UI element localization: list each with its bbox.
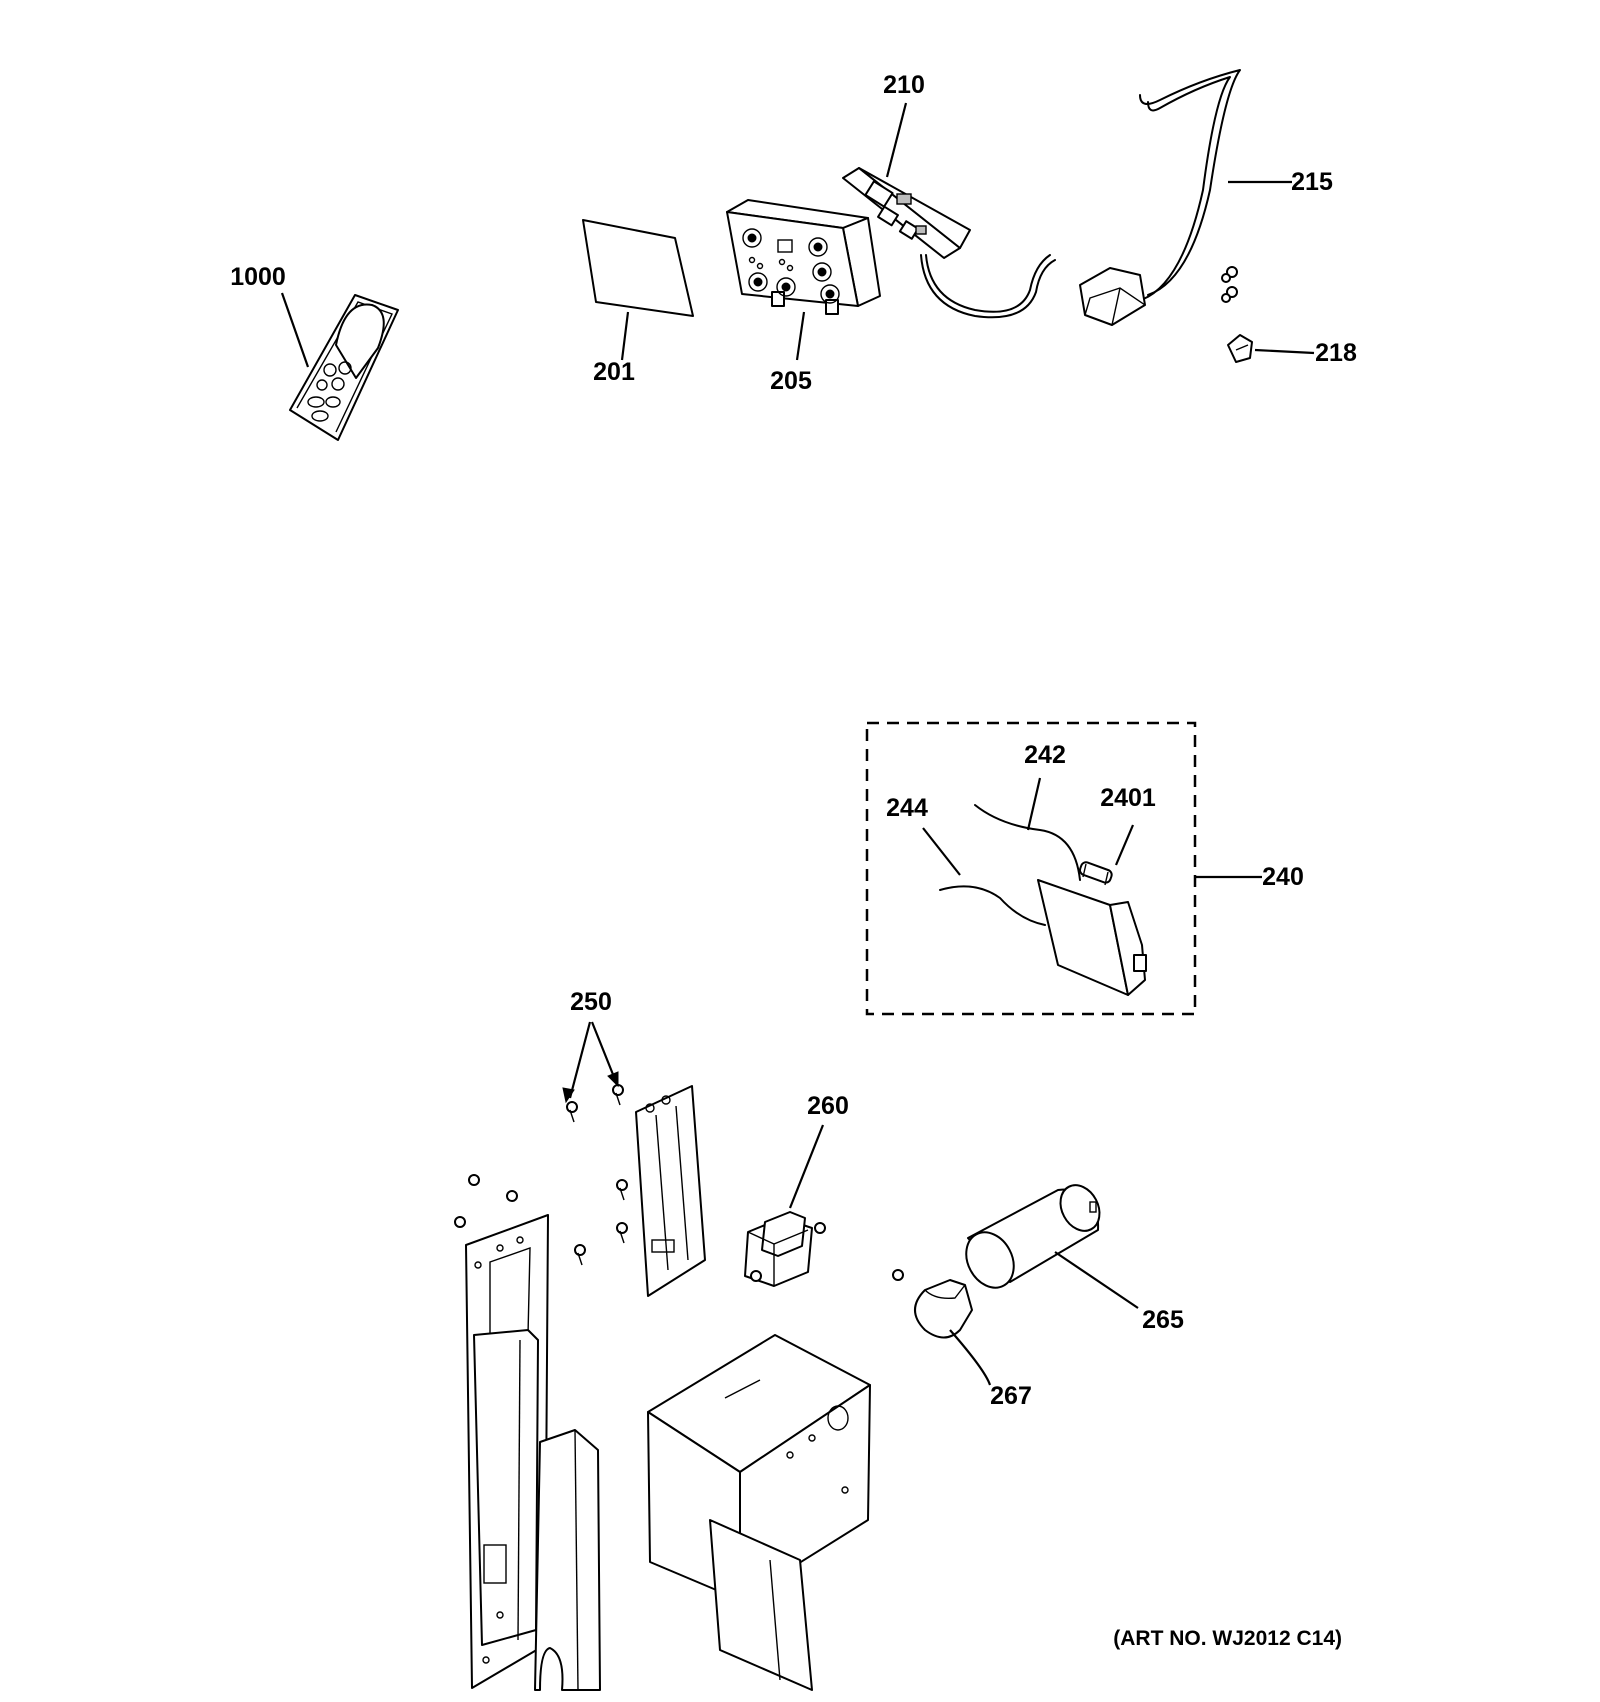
callout-244: 244: [886, 794, 928, 822]
side-channel-part: [465, 1214, 549, 1689]
leader-1000: [280, 292, 310, 368]
art-number: (ART NO. WJ2012 C14): [1113, 1627, 1342, 1650]
kit-240-dashed-box: [865, 721, 1197, 1016]
leader-244: [922, 827, 961, 876]
callout-265: 265: [1142, 1306, 1184, 1334]
callout-210: 210: [883, 71, 925, 99]
leader-267: [949, 1329, 992, 1386]
fuse-part: [1078, 861, 1113, 886]
callout-205: 205: [770, 367, 812, 395]
leader-201: [620, 311, 630, 361]
control-board-part: [842, 167, 1056, 319]
screw-set-upper: [1221, 266, 1238, 303]
leader-265: [1054, 1251, 1139, 1309]
wire-harness-part: [1079, 69, 1241, 326]
callout-260: 260: [807, 1092, 849, 1120]
leader-2401: [1114, 824, 1135, 866]
leader-250-a: [568, 1021, 592, 1099]
transformer-part: [744, 1211, 826, 1287]
screw-set-250: [454, 1084, 904, 1281]
leader-250-b: [590, 1021, 618, 1083]
remote-control-part: [289, 294, 399, 441]
callout-labels: 1000 201 205 210 215 218 240 242 244 240…: [230, 71, 1357, 1410]
cover-panel-part: [534, 1429, 601, 1691]
capacitor-strap-part: [914, 1279, 973, 1339]
callout-242: 242: [1024, 741, 1066, 769]
callout-215: 215: [1291, 168, 1333, 196]
callout-2401: 2401: [1100, 784, 1156, 812]
callout-201: 201: [593, 358, 635, 386]
leader-205: [795, 311, 806, 361]
leader-218: [1254, 348, 1315, 355]
control-housing-part: [726, 199, 881, 315]
leader-242: [1026, 777, 1042, 831]
leader-260: [788, 1124, 825, 1209]
overlay-sheet-part: [582, 219, 694, 317]
leader-lines: [280, 102, 1315, 1386]
callout-240: 240: [1262, 863, 1304, 891]
leader-210: [885, 102, 908, 178]
kit-240-parts: [939, 804, 1147, 996]
control-box-part: [647, 1334, 871, 1691]
callout-1000: 1000: [230, 263, 286, 291]
arrowhead-250-a: [562, 1087, 575, 1104]
clip-part: [1227, 334, 1253, 363]
callout-267: 267: [990, 1382, 1032, 1410]
callout-218: 218: [1315, 339, 1357, 367]
arrowhead-250-b: [607, 1071, 619, 1088]
callout-250: 250: [570, 988, 612, 1016]
capacitor-part: [965, 1184, 1101, 1289]
mounting-bracket-plate: [635, 1085, 706, 1297]
